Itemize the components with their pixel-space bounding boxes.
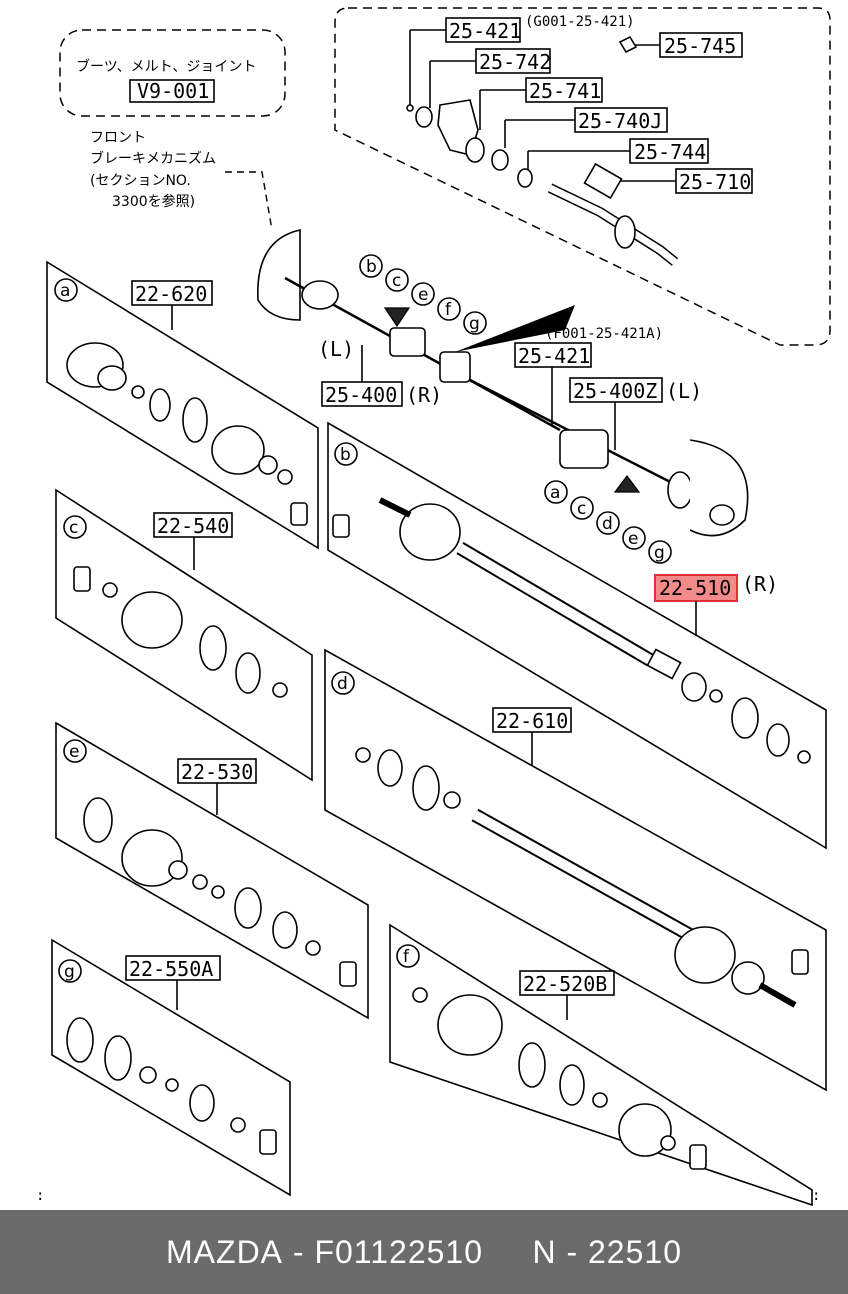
- inset-ref-b: (F001-25-421A): [545, 326, 663, 342]
- svg-text:g: g: [469, 314, 480, 334]
- footer-sep2: -: [556, 1233, 588, 1270]
- svg-text:25-400: 25-400: [325, 383, 397, 407]
- label-25-421-mid: 25-421: [514, 342, 592, 425]
- panel-b: b: [327, 421, 827, 850]
- parts-diagram: ブーツ、メルト、ジョイント V9-001 フロント ブレーキメカニズム (セクシ…: [36, 7, 831, 1207]
- svg-text:(R): (R): [742, 572, 778, 596]
- label-22-510-highlighted: 22-510 (R): [654, 572, 778, 636]
- svg-text:e: e: [628, 529, 638, 549]
- label-25-400: 25-400 (R): [321, 345, 442, 407]
- svg-text:d: d: [337, 674, 348, 694]
- panel-f: f 22-520B: [389, 923, 813, 1207]
- header-code: V9-001: [137, 79, 209, 103]
- svg-text:e: e: [69, 742, 79, 762]
- brake-note-line2: ブレーキメカニズム: [90, 150, 216, 167]
- svg-text:b: b: [340, 445, 351, 465]
- inset-bracket-assembly: [406, 35, 679, 266]
- label-22-550a: 22-550A: [129, 957, 213, 981]
- label-22-610: 22-610: [496, 709, 568, 733]
- svg-text:(R): (R): [406, 383, 442, 407]
- svg-text:b: b: [366, 257, 377, 277]
- panel-e: e 22-530: [55, 721, 369, 1020]
- header-note-text: ブーツ、メルト、ジョイント: [76, 58, 256, 75]
- brake-note-line1: フロント: [90, 130, 146, 146]
- label-25-710: 25-710: [620, 168, 753, 194]
- inset-region: [334, 7, 831, 346]
- svg-text:25-710: 25-710: [679, 170, 751, 194]
- svg-text:d: d: [602, 514, 613, 534]
- svg-text:f: f: [403, 947, 410, 967]
- circled-letters-left: b c e f g: [359, 254, 487, 335]
- label-22-520b: 22-520B: [523, 972, 607, 996]
- inset-ref-a: (G001-25-421): [525, 14, 635, 30]
- svg-text:c: c: [69, 518, 78, 538]
- label-25-745: 25-745: [632, 32, 743, 58]
- svg-text:c: c: [392, 271, 401, 291]
- axle-assembly-overview: [257, 229, 749, 537]
- header-note-box: [59, 29, 286, 117]
- svg-text:25-421: 25-421: [449, 19, 521, 43]
- footer-part-number: F01122510: [314, 1233, 483, 1270]
- footer-sep: -: [283, 1233, 315, 1270]
- svg-text:f: f: [445, 300, 452, 320]
- footer-gap: [483, 1234, 532, 1271]
- circled-letters-right: a c d e g: [544, 480, 672, 564]
- corner-mark-left: :: [36, 1188, 44, 1204]
- svg-text:25-744: 25-744: [634, 140, 706, 164]
- svg-text:22-510: 22-510: [659, 576, 731, 600]
- svg-text:25-421: 25-421: [518, 344, 590, 368]
- svg-text:g: g: [654, 543, 665, 563]
- label-25-741: 25-741: [479, 77, 603, 130]
- brake-note-line3: (セクションNO.: [90, 173, 191, 189]
- left-side-marker: (L): [318, 337, 354, 361]
- svg-text:a: a: [60, 281, 70, 301]
- svg-text:25-740J: 25-740J: [578, 109, 662, 133]
- footer-brand: MAZDA: [166, 1233, 284, 1270]
- footer-n: N: [532, 1233, 557, 1270]
- panel-a: a 22-620: [46, 260, 319, 550]
- brake-leader-line: [225, 171, 273, 231]
- brake-note-line4: 3300を参照): [112, 193, 195, 210]
- panel-c: c 22-540: [55, 488, 313, 782]
- label-22-530: 22-530: [181, 760, 253, 784]
- panel-d: d 22-610: [324, 648, 827, 1092]
- footer-bar: MAZDA - F01122510 N - 22510: [0, 1210, 848, 1294]
- label-22-540: 22-540: [157, 514, 229, 538]
- label-25-740j: 25-740J: [504, 107, 668, 148]
- panel-g: g 22-550A: [51, 938, 291, 1197]
- label-25-421-top: 25-421: [409, 17, 521, 105]
- svg-text:(L): (L): [666, 379, 702, 403]
- label-25-744: 25-744: [527, 138, 709, 170]
- svg-text:e: e: [418, 285, 428, 305]
- svg-text:g: g: [64, 962, 75, 982]
- svg-text:c: c: [577, 499, 586, 519]
- svg-text:a: a: [550, 483, 560, 503]
- label-25-742: 25-742: [429, 48, 551, 108]
- svg-text:25-742: 25-742: [479, 50, 551, 74]
- svg-text:25-741: 25-741: [529, 79, 601, 103]
- corner-mark-right: :: [812, 1188, 820, 1204]
- label-22-620: 22-620: [135, 282, 207, 306]
- header-code-box: [129, 79, 215, 103]
- svg-text:25-745: 25-745: [664, 34, 736, 58]
- label-25-400z: 25-400Z (L): [569, 377, 702, 450]
- svg-text:25-400Z: 25-400Z: [573, 379, 657, 403]
- footer-n-code: 22510: [588, 1233, 682, 1270]
